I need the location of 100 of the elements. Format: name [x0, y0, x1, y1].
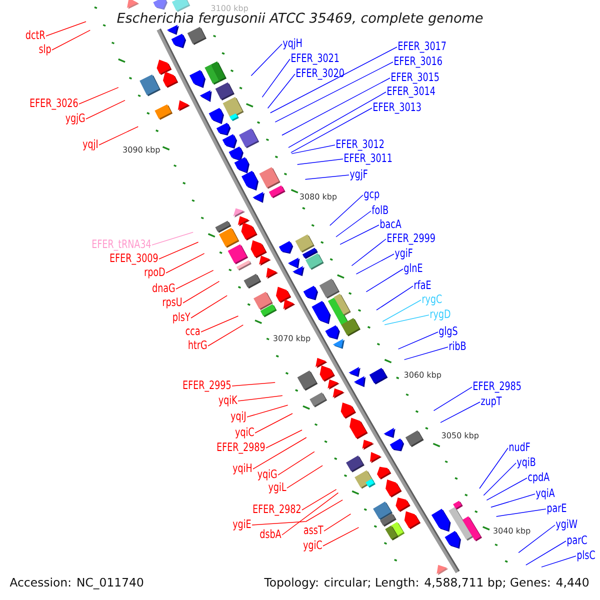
gene-label: EFER_3013	[374, 102, 421, 114]
leader-line	[232, 382, 276, 386]
leader-line	[176, 270, 214, 290]
gene-label: glnE	[404, 263, 422, 274]
gene-label: EFER_tRNA34	[92, 239, 151, 251]
leader-line	[340, 224, 380, 245]
leader-line	[526, 540, 566, 566]
gene-label: EFER_2999	[388, 233, 435, 245]
leader-line	[158, 242, 199, 260]
gene-label: folB	[372, 205, 388, 214]
leader-line	[302, 489, 337, 510]
gene-label: bacA	[380, 219, 402, 228]
gene-label: ygiW	[556, 519, 578, 530]
gene-label: dctR	[26, 30, 46, 40]
leader-line	[290, 108, 372, 153]
leader-line	[382, 300, 422, 322]
gene-label: yqjI	[82, 139, 98, 150]
gene-label: EFER_3017	[398, 41, 446, 53]
gene-label: cpdA	[528, 472, 550, 484]
gene-label: ygjF	[350, 169, 368, 180]
footer-text: Topology: circular; Length: 4,588,711 bp; Genes: 4,440	[264, 578, 589, 589]
gene-label: ygjG	[66, 113, 85, 124]
leader-line	[278, 451, 315, 476]
leader-line	[336, 210, 372, 238]
leader-line	[252, 500, 343, 526]
leader-line	[479, 448, 508, 489]
leader-line	[398, 332, 438, 350]
gene-label: yqiA	[536, 488, 555, 500]
leader-line	[238, 395, 283, 402]
leader-line	[351, 238, 386, 266]
leader-line	[254, 413, 293, 434]
leader-line	[98, 126, 139, 146]
leader-line	[518, 524, 556, 554]
gene-label: EFER_2982	[253, 504, 300, 516]
gene-label: ribB	[450, 341, 466, 350]
gene-label: yqiG	[258, 469, 277, 480]
gene-label: EFER_3020	[296, 68, 344, 80]
gene-label: EFER_3011	[344, 153, 392, 165]
leader-line	[296, 158, 344, 165]
leader-line	[324, 514, 352, 532]
leader-line	[433, 386, 472, 412]
gene-label: rpoD	[144, 268, 165, 278]
leader-line	[541, 556, 576, 568]
leader-line	[86, 100, 126, 120]
gene-label: rpsU	[163, 298, 182, 308]
scale-label: 3050 kbp	[440, 432, 480, 440]
leader-line	[356, 254, 394, 274]
gene-label: EFER_3014	[388, 86, 435, 98]
gene-label: EFER_2989	[217, 442, 265, 454]
scale-label: 3080 kbp	[298, 192, 338, 202]
gene-label: dnaG	[152, 283, 175, 292]
leader-line	[78, 87, 119, 104]
gene-label: zupT	[481, 396, 502, 408]
leader-line	[274, 62, 394, 122]
leader-line	[288, 92, 386, 148]
gene-label: EFER_3012	[336, 139, 384, 151]
leader-line	[282, 78, 390, 136]
leader-line	[291, 144, 336, 154]
leader-line	[330, 194, 364, 226]
scale-label: 3060 kbp	[403, 370, 442, 380]
gene-label: parE	[548, 504, 566, 514]
footer-text: Accession: NC_011740	[10, 578, 144, 590]
gene-label: plsC	[578, 550, 595, 562]
gene-label: ygiE	[232, 519, 251, 530]
gene-label: EFER_2995	[183, 380, 231, 392]
leader-line	[440, 402, 480, 423]
gene-label: htrG	[188, 340, 207, 350]
leader-line	[404, 346, 448, 360]
leader-line	[267, 74, 296, 109]
scale-label: 3070 kbp	[272, 334, 312, 344]
gene-label: yqiC	[235, 427, 254, 438]
leader-line	[322, 527, 360, 546]
leader-line	[286, 465, 323, 488]
leader-line	[384, 314, 430, 326]
gene-label: cca	[186, 328, 200, 336]
gene-label: yqiJ	[230, 411, 246, 422]
gene-label: EFER_2985	[474, 381, 521, 393]
leader-line	[208, 324, 244, 346]
leader-line	[486, 478, 528, 501]
leader-line	[270, 46, 398, 114]
gene-label: gcp	[364, 192, 380, 200]
gene-label: yqiB	[516, 457, 536, 468]
scale-label: 3040 kbp	[492, 526, 532, 536]
leader-line	[266, 430, 302, 448]
gene-label: yqjH	[282, 38, 302, 50]
leader-line	[190, 295, 228, 318]
gene-label: rygD	[430, 310, 450, 320]
gene-label: yqiK	[218, 395, 238, 406]
gene-label: assT	[304, 526, 324, 534]
leader-line	[200, 316, 239, 332]
leader-line	[250, 44, 282, 76]
gene-label: EFER_3021	[292, 53, 339, 65]
gene-label: slp	[39, 44, 51, 56]
gene-label: ygiF	[394, 248, 412, 260]
gene-label: dsbA	[260, 529, 282, 538]
leader-line	[366, 268, 404, 292]
leader-line	[166, 253, 205, 274]
leader-line	[52, 30, 91, 50]
leader-line	[490, 494, 536, 508]
leader-line	[282, 492, 339, 536]
